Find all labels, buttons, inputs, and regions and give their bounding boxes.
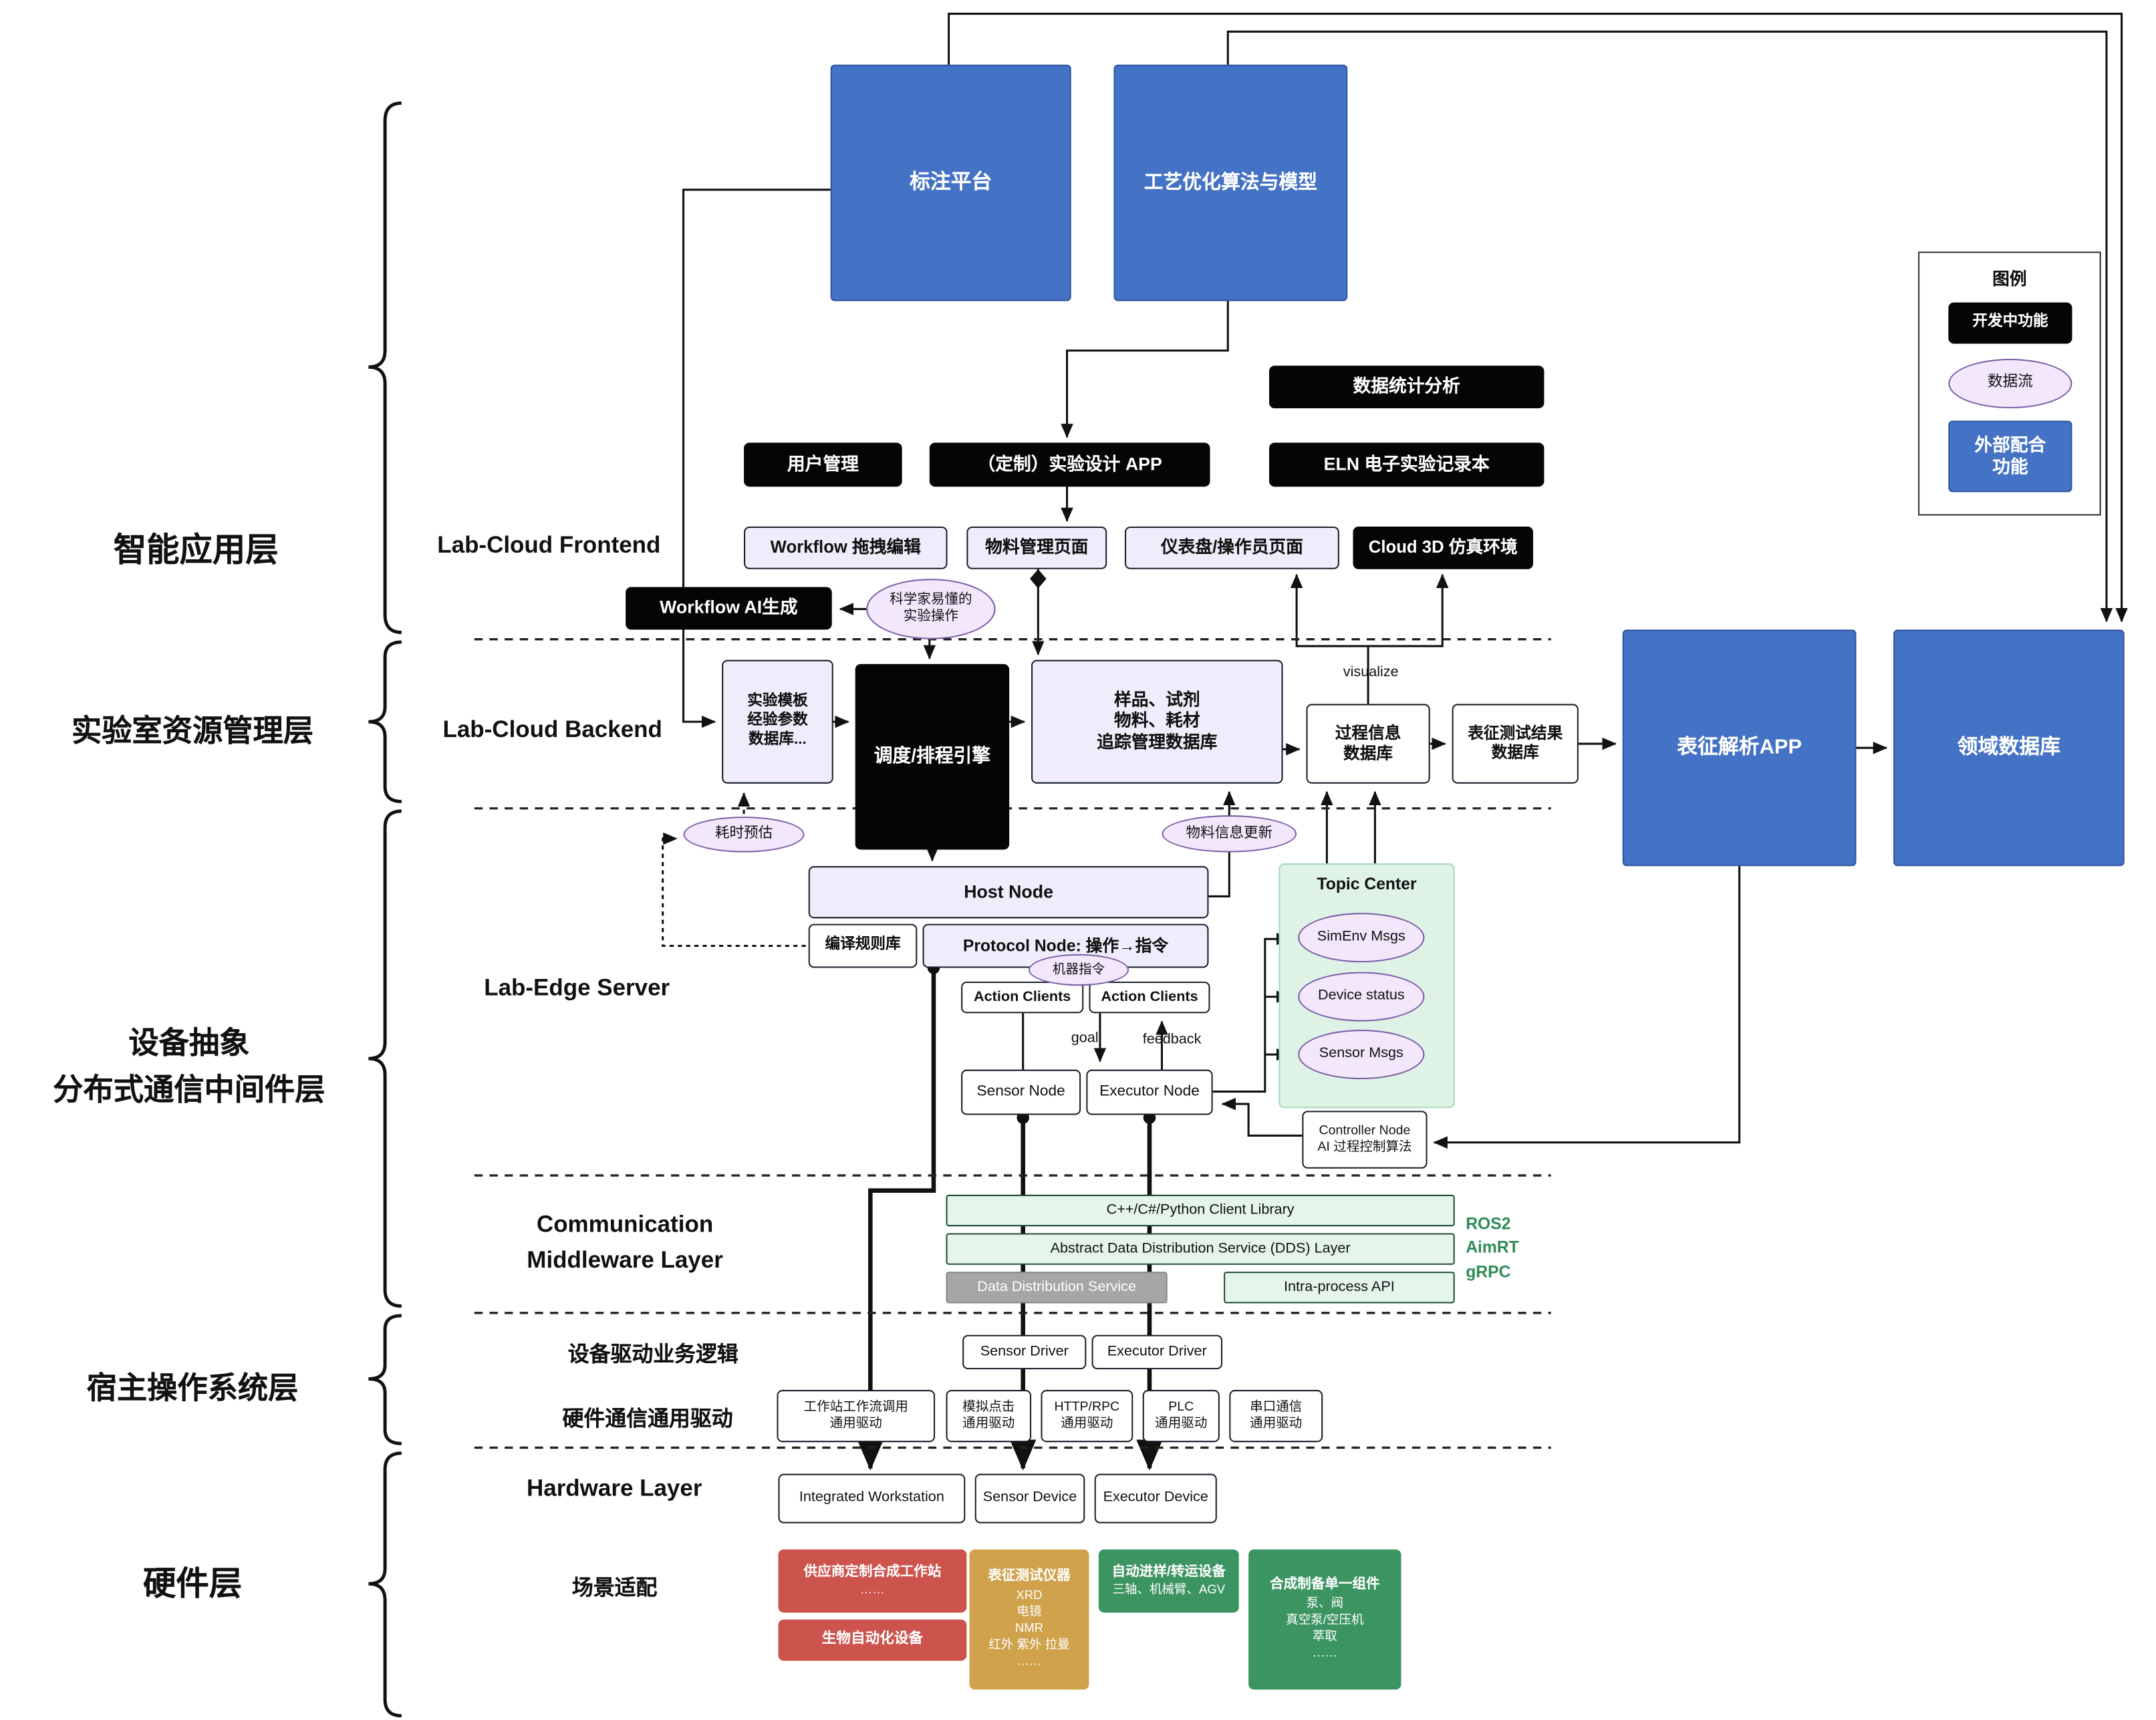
charact-instrument-items: XRD 电镜 NMR 红外 紫外 拉曼 …… xyxy=(988,1588,1070,1669)
legend-data-flow: 数据流 xyxy=(1948,358,2072,409)
vendor-workstation-box: 供应商定制合成工作站 …… xyxy=(778,1549,967,1613)
layer-label-middleware: 设备抽象 分布式通信中间件层 xyxy=(53,1025,325,1107)
time-estimate-flow: 耗时预估 xyxy=(683,817,805,853)
synthesis-component-box: 合成制备单一组件 泵、阀 真空泵/空压机 萃取 …… xyxy=(1248,1549,1401,1690)
workflow-drag-edit-box: Workflow 拖拽编辑 xyxy=(744,526,948,569)
intra-process-api-row: Intra-process API xyxy=(1224,1272,1455,1304)
feedback-label: feedback xyxy=(1142,1031,1202,1048)
plc-driver-box: PLC 通用驱动 xyxy=(1142,1390,1220,1443)
scheduler-engine-box: 调度/排程引擎 xyxy=(855,664,1010,850)
charact-instrument-title: 表征测试仪器 xyxy=(988,1569,1071,1584)
material-page-box: 物料管理页面 xyxy=(966,526,1107,569)
section-label-frontend: Lab-Cloud Frontend xyxy=(437,532,661,559)
material-update-flow: 物料信息更新 xyxy=(1162,815,1297,853)
dashboard-page-box: 仪表盘/操作员页面 xyxy=(1124,526,1339,569)
transfer-device-sub: 三轴、机械臂、AGV xyxy=(1112,1582,1226,1596)
dds-layer-row: Abstract Data Distribution Service (DDS)… xyxy=(946,1233,1455,1265)
section-label-driver-logic: 设备驱动业务逻辑 xyxy=(567,1343,738,1367)
executor-node-box: Executor Node xyxy=(1086,1069,1213,1115)
transfer-device-box: 自动进样/转运设备 三轴、机械臂、AGV xyxy=(1098,1549,1239,1613)
compile-rule-lib-box: 编译规则库 xyxy=(808,923,918,968)
experiment-design-app-box: （定制）实验设计 APP xyxy=(929,442,1210,487)
executor-driver-box: Executor Driver xyxy=(1091,1334,1223,1370)
click-sim-driver-box: 模拟点击 通用驱动 xyxy=(946,1390,1032,1443)
legend-external-feature: 外部配合 功能 xyxy=(1948,420,2072,492)
device-status-flow: Device status xyxy=(1298,972,1425,1022)
middleware-stack-label: ROS2 AimRT gRPC xyxy=(1466,1213,1519,1282)
charact-analysis-app-box: 表征解析APP xyxy=(1622,629,1857,867)
transfer-device-title: 自动进样/转运设备 xyxy=(1111,1564,1226,1580)
synthesis-component-title: 合成制备单一组件 xyxy=(1270,1577,1380,1593)
section-label-scenario: 场景适配 xyxy=(571,1576,658,1600)
goal-label: goal xyxy=(1071,1029,1099,1046)
layer-label-lab-resource: 实验室资源管理层 xyxy=(71,713,314,748)
client-library-row: C++/C#/Python Client Library xyxy=(946,1194,1455,1227)
serial-driver-box: 串口通信 通用驱动 xyxy=(1229,1390,1323,1443)
integrated-workstation-box: Integrated Workstation xyxy=(778,1473,966,1524)
layer-label-intelligent-app: 智能应用层 xyxy=(113,532,279,569)
legend-title: 图例 xyxy=(1992,269,2027,289)
layer-label-host-os: 宿主操作系统层 xyxy=(86,1371,299,1405)
charact-result-db-box: 表征测试结果 数据库 xyxy=(1452,704,1579,784)
section-label-hardware-layer: Hardware Layer xyxy=(526,1475,702,1501)
section-label-hw-driver: 硬件通信通用驱动 xyxy=(562,1407,733,1431)
workflow-ai-box: Workflow AI生成 xyxy=(626,587,832,630)
process-info-db-box: 过程信息 数据库 xyxy=(1306,704,1430,784)
synthesis-component-items: 泵、阀 真空泵/空压机 萃取 …… xyxy=(1286,1596,1364,1661)
section-label-comm-middleware: Communication Middleware Layer xyxy=(527,1211,723,1274)
vendor-workstation-title: 供应商定制合成工作站 xyxy=(803,1564,942,1580)
legend-dev-feature: 开发中功能 xyxy=(1948,302,2072,344)
annotation-platform-box: 标注平台 xyxy=(830,64,1071,301)
visualize-label: visualize xyxy=(1343,664,1399,681)
controller-node-box: Controller Node AI 过程控制算法 xyxy=(1302,1111,1428,1169)
host-node-box: Host Node xyxy=(808,866,1209,919)
scientist-ops-flow: 科学家易懂的 实验操作 xyxy=(866,579,996,639)
section-label-edge-server: Lab-Edge Server xyxy=(484,974,670,1001)
sample-tracking-db-box: 样品、试剂 物料、耗材 追踪管理数据库 xyxy=(1031,660,1283,784)
section-label-backend: Lab-Cloud Backend xyxy=(442,716,662,742)
simenv-msgs-flow: SimEnv Msgs xyxy=(1298,913,1425,963)
domain-db-box: 领域数据库 xyxy=(1893,629,2125,867)
eln-box: ELN 电子实验记录本 xyxy=(1268,442,1544,487)
layer-label-hardware: 硬件层 xyxy=(142,1566,243,1603)
http-rpc-driver-box: HTTP/RPC 通用驱动 xyxy=(1041,1390,1133,1443)
executor-device-box: Executor Device xyxy=(1094,1473,1217,1524)
dds-service-row: Data Distribution Service xyxy=(946,1272,1168,1304)
action-clients-right-box: Action Clients xyxy=(1089,981,1210,1014)
template-db-box: 实验模板 经验参数 数据库... xyxy=(722,660,833,784)
sensor-msgs-flow: Sensor Msgs xyxy=(1298,1029,1425,1080)
topic-center-title: Topic Center xyxy=(1317,874,1417,894)
user-management-box: 用户管理 xyxy=(744,442,902,487)
process-optimization-box: 工艺优化算法与模型 xyxy=(1113,64,1348,301)
workstation-driver-box: 工作站工作流调用 通用驱动 xyxy=(777,1390,936,1443)
sensor-device-box: Sensor Device xyxy=(974,1473,1085,1524)
bio-automation-box: 生物自动化设备 xyxy=(778,1619,967,1661)
charact-instrument-box: 表征测试仪器 XRD 电镜 NMR 红外 紫外 拉曼 …… xyxy=(969,1549,1089,1690)
vendor-workstation-sub: …… xyxy=(859,1582,885,1596)
action-clients-left-box: Action Clients xyxy=(961,981,1084,1014)
sensor-node-box: Sensor Node xyxy=(961,1069,1081,1115)
machine-cmd-flow: 机器指令 xyxy=(1028,954,1129,986)
sensor-driver-box: Sensor Driver xyxy=(962,1334,1087,1370)
cloud-3d-sim-box: Cloud 3D 仿真环境 xyxy=(1353,526,1534,569)
data-stats-box: 数据统计分析 xyxy=(1268,366,1544,409)
